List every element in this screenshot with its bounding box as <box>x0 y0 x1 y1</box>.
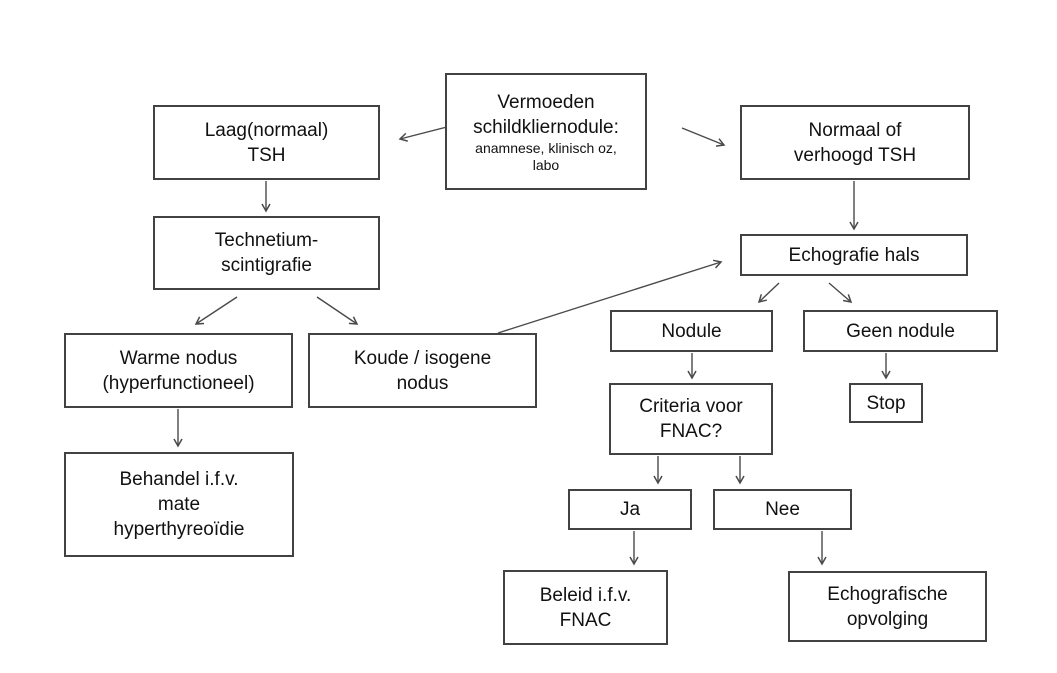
node-ja-label: Ja <box>619 499 641 520</box>
node-laag-normaal-tsh-label: Laag(normaal) TSH <box>204 119 329 166</box>
node-koude-isogene-nodus: Koude / isogene nodus <box>308 333 537 408</box>
node-normaal-verhoogd-tsh: Normaal of verhoogd TSH <box>740 105 970 180</box>
node-criteria-voor-fnac: Criteria voor FNAC? <box>609 383 773 455</box>
node-echografische-opvolging: Echografische opvolging <box>788 571 987 642</box>
node-technetium-scintigrafie-label: Technetium- scintigrafie <box>214 230 319 276</box>
node-nodule: Nodule <box>610 310 773 352</box>
node-technetium-scintigrafie: Technetium- scintigrafie <box>153 216 380 290</box>
node-behandel-ifv-hyperthyreoidie-label: Behandel i.f.v. mate hyperthyreoïdie <box>113 469 245 540</box>
node-warme-nodus-label: Warme nodus (hyperfunctioneel) <box>102 347 255 394</box>
node-warme-nodus: Warme nodus (hyperfunctioneel) <box>64 333 293 408</box>
edge-technetium-koude-arrow <box>316 296 359 325</box>
node-vermoeden-schildkliernodule: Vermoeden schildkliernodule: anamnese, k… <box>445 73 647 190</box>
edge-echografie-nodule-arrow <box>757 282 780 304</box>
edge-echografie-geennodule-arrow <box>828 282 853 303</box>
node-echografische-opvolging-label: Echografische opvolging <box>827 583 948 630</box>
edge-technetium-warme-arrow <box>194 296 238 325</box>
node-beleid-ifv-fnac: Beleid i.f.v. FNAC <box>503 570 668 645</box>
node-vermoeden-subtitle: anamnese, klinisch oz, labo <box>475 139 617 173</box>
node-laag-normaal-tsh: Laag(normaal) TSH <box>153 105 380 180</box>
node-nee: Nee <box>713 489 852 530</box>
node-nee-label: Nee <box>765 499 800 520</box>
node-nodule-label: Nodule <box>661 320 722 342</box>
node-geen-nodule-label: Geen nodule <box>846 320 955 342</box>
node-behandel-ifv-hyperthyreoidie: Behandel i.f.v. mate hyperthyreoïdie <box>64 452 294 557</box>
node-normaal-verhoogd-tsh-label: Normaal of verhoogd TSH <box>793 119 917 166</box>
node-echografie-hals: Echografie hals <box>740 234 968 276</box>
node-stop: Stop <box>849 383 923 423</box>
node-stop-label: Stop <box>866 392 906 414</box>
edge-vermoeden-normaal-arrow <box>681 127 726 147</box>
node-ja: Ja <box>568 489 692 530</box>
node-vermoeden-title: Vermoeden schildkliernodule: <box>473 91 619 138</box>
edge-vermoeden-laag-arrow <box>398 126 448 142</box>
node-criteria-voor-fnac-label: Criteria voor FNAC? <box>639 396 743 442</box>
node-beleid-ifv-fnac-label: Beleid i.f.v. FNAC <box>539 584 632 631</box>
node-echografie-hals-label: Echografie hals <box>788 244 920 266</box>
node-koude-isogene-nodus-label: Koude / isogene nodus <box>353 347 492 394</box>
node-geen-nodule: Geen nodule <box>803 310 998 352</box>
